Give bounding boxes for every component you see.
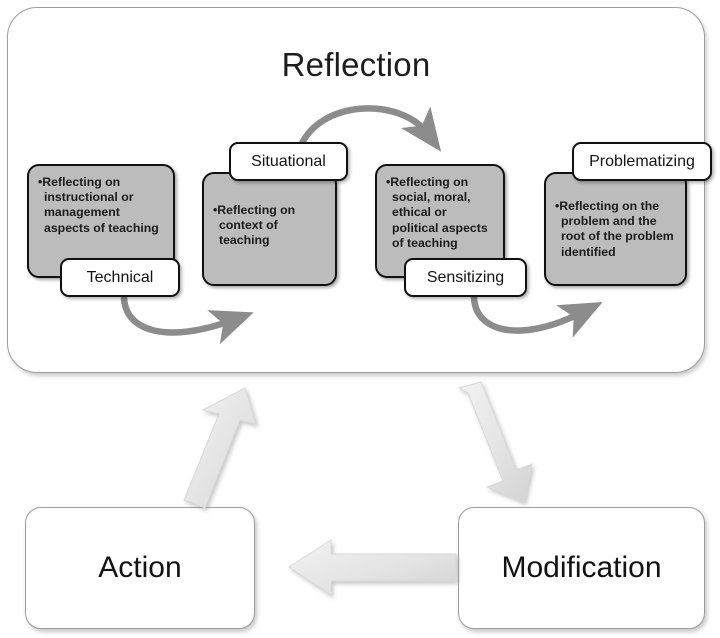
level-label-technical[interactable]: Technical (60, 258, 180, 297)
stage-box-action[interactable]: Action (25, 507, 255, 629)
level-description-problematizing: •Reflecting on the problem and the root … (555, 199, 674, 259)
level-box-problematizing: •Reflecting on the problem and the root … (544, 172, 687, 286)
level-description-sensitizing: •Reflecting on social, moral, ethical or… (386, 175, 488, 250)
stage-label-modification: Modification (501, 551, 662, 584)
level-description-situational: •Reflecting on context of teaching (213, 203, 296, 248)
level-label-sensitizing[interactable]: Sensitizing (404, 258, 527, 297)
level-box-situational: •Reflecting on context of teaching (202, 172, 337, 286)
level-box-sensitizing: •Reflecting on social, moral, ethical or… (375, 164, 505, 278)
reflection-to-modification-arrow (457, 381, 533, 503)
level-description-technical: •Reflecting on instructional or manageme… (38, 175, 159, 235)
level-label-problematizing[interactable]: Problematizing (572, 142, 712, 181)
level-label-problematizing-text: Problematizing (589, 152, 695, 170)
stage-label-action: Action (98, 551, 182, 584)
action-to-reflection-arrow (183, 387, 257, 509)
modification-to-action-arrow (288, 539, 457, 596)
level-label-situational-text: Situational (251, 152, 326, 170)
level-label-technical-text: Technical (86, 268, 154, 286)
level-label-situational[interactable]: Situational (229, 142, 348, 181)
page-title: Reflection (281, 46, 431, 83)
level-label-sensitizing-text: Sensitizing (426, 268, 505, 286)
stage-box-modification[interactable]: Modification (458, 507, 705, 629)
